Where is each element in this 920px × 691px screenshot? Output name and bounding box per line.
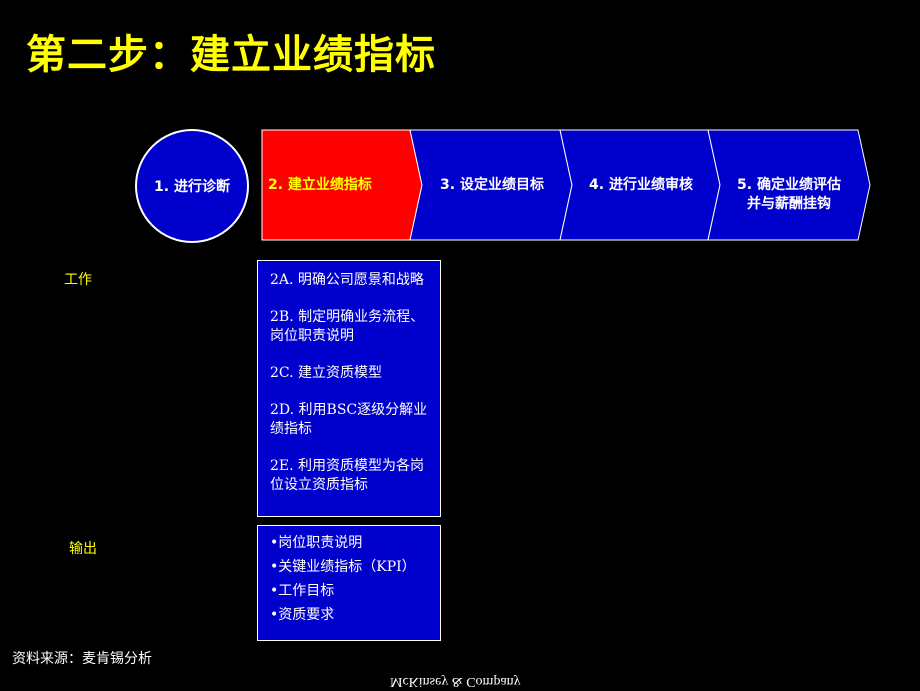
output-item: •岗位职责说明 <box>270 535 363 551</box>
step-1-label: 1. 进行诊断 <box>154 179 230 195</box>
step-5-chevron <box>707 129 871 241</box>
process-chevrons <box>261 129 871 241</box>
work-item: 2D. 利用BSC逐级分解业绩指标 <box>270 402 428 437</box>
work-item: 2E. 利用资质模型为各岗位设立资质指标 <box>270 458 425 493</box>
step-1-diagnose: 1. 进行诊断 <box>135 129 249 243</box>
step-3-label: 3. 设定业绩目标 <box>440 177 544 193</box>
step-2-label: 2. 建立业绩指标 <box>268 177 372 193</box>
step-5-label: 5. 确定业绩评估 并与薪酬挂钩 <box>737 177 841 212</box>
work-box: 2A. 明确公司愿景和战略 2B. 制定明确业务流程、岗位职责说明 2C. 建立… <box>257 260 441 517</box>
output-box: •岗位职责说明 •关键业绩指标（KPI） •工作目标 •资质要求 <box>257 525 441 641</box>
work-item: 2C. 建立资质模型 <box>270 365 383 381</box>
work-row-label: 工作 <box>64 272 92 288</box>
output-row-label: 输出 <box>69 541 97 557</box>
step-4-label: 4. 进行业绩审核 <box>589 177 693 193</box>
output-item: •关键业绩指标（KPI） <box>270 559 416 575</box>
work-item: 2B. 制定明确业务流程、岗位职责说明 <box>270 309 425 344</box>
page-title: 第二步：建立业绩指标 <box>26 32 436 78</box>
output-item: •资质要求 <box>270 607 335 623</box>
company-logo: McKinsey & Company <box>390 674 521 689</box>
output-item: •工作目标 <box>270 583 335 599</box>
source-note: 资料来源：麦肯锡分析 <box>12 651 152 667</box>
work-item: 2A. 明确公司愿景和战略 <box>270 272 424 288</box>
